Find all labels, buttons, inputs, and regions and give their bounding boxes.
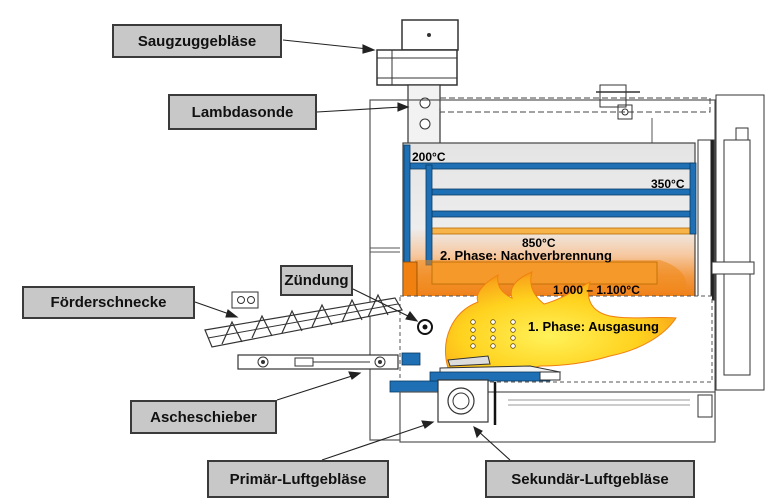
leader-lines (194, 39, 511, 461)
igniter (417, 319, 433, 335)
callout-ascheschieber: Ascheschieber (130, 400, 277, 434)
phase-1-label: 1. Phase: Ausgasung (528, 319, 659, 334)
suction-fan (376, 19, 459, 86)
callout-sekundaer-luftgeblaese: Sekundär-Luftgebläse (485, 460, 695, 498)
primary-flame (445, 271, 677, 372)
callout-primaer-luftgeblaese: Primär-Luftgebläse (207, 460, 389, 498)
temp-1000-label: 1.000 – 1.100°C (553, 283, 640, 297)
ash-rail (237, 354, 399, 370)
temp-200-label: 200°C (412, 150, 446, 164)
ash-box (399, 379, 716, 443)
callout-zuendung: Zündung (280, 265, 353, 296)
callout-lambdasonde: Lambdasonde (168, 94, 317, 130)
exchanger-tubes (403, 144, 697, 306)
callout-saugzuggeblaese: Saugzuggebläse (112, 24, 282, 58)
screw-conveyor (204, 291, 403, 348)
phase-2-label: 2. Phase: Nachverbrennung (440, 248, 612, 263)
temp-850-label: 850°C (522, 236, 556, 250)
temp-350-label: 350°C (651, 177, 685, 191)
boiler-door (697, 94, 765, 391)
secondary-burn-plate (431, 261, 658, 285)
callout-foerderschnecke: Förderschnecke (22, 286, 195, 319)
air-holes (470, 319, 516, 349)
flue-top (407, 84, 441, 148)
